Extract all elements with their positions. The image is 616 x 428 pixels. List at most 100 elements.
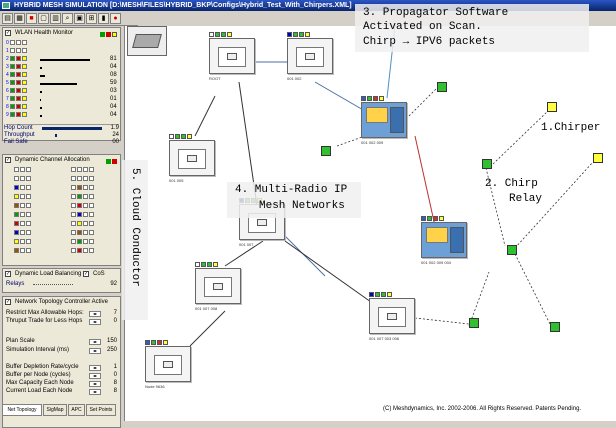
hop-count-label: Hop Count <box>4 125 33 131</box>
chirper-node[interactable] <box>593 153 603 163</box>
radio-status-icon <box>375 292 380 297</box>
restrict-hops-value: 7 <box>113 310 117 316</box>
cos-checkbox[interactable]: ✓ <box>83 271 89 277</box>
dlb-checkbox[interactable]: ✓ <box>5 271 11 277</box>
channel-status-icon <box>26 221 31 227</box>
tab-net-topology[interactable]: Net Topology <box>2 404 42 416</box>
health-row-value: 01 <box>110 96 117 102</box>
restrict-hops-spinner[interactable]: ◂▸ <box>89 311 101 317</box>
annotation-4-line-1: 4. Multi-Radio IP <box>235 184 348 196</box>
tab-sigmap[interactable]: SigMap <box>43 404 67 416</box>
new-icon[interactable]: ▢ <box>38 13 49 24</box>
channel-status-icon <box>14 203 19 209</box>
node-label: Node 9636 <box>145 384 165 389</box>
channel-status-icon <box>20 221 25 227</box>
buffer-depletion-spinner[interactable]: ◂▸ <box>89 365 101 371</box>
chirper-node[interactable] <box>547 102 557 112</box>
channel-status-icon <box>14 194 19 200</box>
chirper-node[interactable] <box>321 146 331 156</box>
channel-status-icon <box>20 248 25 254</box>
chirp-relay-node[interactable] <box>482 159 492 169</box>
save-icon[interactable]: ▦ <box>14 13 25 24</box>
node-label: 001 002 009 <box>361 140 384 145</box>
channel-status-icon <box>77 167 82 173</box>
green-status-icon <box>100 31 105 37</box>
health-bar <box>40 115 42 117</box>
current-load-spinner[interactable]: ◂▸ <box>89 389 101 395</box>
mesh-node[interactable]: Node 9636 <box>145 340 193 389</box>
health-bar <box>40 67 42 69</box>
layout-icon[interactable]: ▣ <box>74 13 85 24</box>
channel-status-icon <box>26 212 31 218</box>
node-body <box>195 268 241 304</box>
channel-status-icon <box>14 185 19 191</box>
channel-status-icon <box>83 221 88 227</box>
failsafe-value: 00 <box>112 139 119 145</box>
plan-scale-label: Plan Scale <box>6 338 35 344</box>
green-status-icon <box>106 158 111 164</box>
radio-status-icon <box>421 216 426 221</box>
channel-status-icon <box>15 104 21 110</box>
channel-status-icon <box>71 239 76 245</box>
mesh-node[interactable]: 001 002 <box>287 32 335 81</box>
tab-apc[interactable]: APC <box>68 404 85 416</box>
dca-checkbox[interactable]: ✓ <box>5 157 11 163</box>
tab-set-points[interactable]: Set Points <box>86 404 116 416</box>
channel-status-icon <box>14 176 19 182</box>
chirp-relay-node[interactable] <box>507 245 517 255</box>
channel-status-icon <box>9 104 15 110</box>
radio-status-icon <box>379 96 384 101</box>
sim-interval-spinner[interactable]: ◂▸ <box>89 348 101 354</box>
router-icon <box>132 34 162 48</box>
stop-icon[interactable]: ■ <box>26 13 37 24</box>
mesh-node[interactable]: 001 002 009 004 <box>421 216 469 265</box>
ntc-checkbox[interactable]: ✓ <box>5 299 11 305</box>
annotation-2-line-1: 2. Chirp <box>485 178 538 190</box>
chirper-node[interactable] <box>437 82 447 92</box>
radio-status-icon <box>361 96 366 101</box>
health-row-id: 8 <box>6 104 9 110</box>
app-icon <box>2 2 10 9</box>
thruput-trade-spinner[interactable]: ◂▸ <box>89 319 101 325</box>
open-icon[interactable]: ▤ <box>2 13 13 24</box>
node-body <box>169 140 215 176</box>
record-icon[interactable]: ● <box>110 13 121 24</box>
channel-status-icon <box>89 248 94 254</box>
chirper-node[interactable] <box>550 322 560 332</box>
mesh-node[interactable]: 001 007 008 <box>195 262 243 311</box>
health-row: 0 <box>6 40 119 47</box>
health-monitor-checkbox[interactable]: ✓ <box>5 30 11 36</box>
zoom-icon[interactable]: ⌕ <box>62 13 73 24</box>
radio-status-icon <box>439 216 444 221</box>
thruput-trade-label: Thruput Trade for Less Hops <box>6 318 83 324</box>
channel-status-icon <box>89 230 94 236</box>
mesh-node[interactable]: 001 007 003 006 <box>369 292 417 341</box>
grid-icon[interactable]: ▥ <box>50 13 61 24</box>
buffer-per-node-spinner[interactable]: ◂▸ <box>89 373 101 379</box>
network-icon[interactable]: ⊞ <box>86 13 97 24</box>
mesh-node[interactable]: ROOT <box>209 32 257 81</box>
channel-status-icon <box>77 239 82 245</box>
radio-status-icon <box>145 340 150 345</box>
pause-icon[interactable]: ▮ <box>98 13 109 24</box>
channel-status-icon <box>14 167 19 173</box>
health-row-value: 04 <box>110 112 117 118</box>
health-bar <box>40 91 42 93</box>
max-capacity-spinner[interactable]: ◂▸ <box>89 381 101 387</box>
mesh-node[interactable]: 001 002 009 <box>361 96 409 145</box>
health-row: 1 <box>6 48 119 55</box>
channel-status-icon <box>71 212 76 218</box>
channel-status-icon <box>83 203 88 209</box>
plan-scale-spinner[interactable]: ◂▸ <box>89 339 101 345</box>
propagator-icon <box>366 107 388 123</box>
chirper-node[interactable] <box>469 318 479 328</box>
channel-status-icon <box>21 40 27 46</box>
mesh-node[interactable]: 001 005 <box>169 134 217 183</box>
channel-status-icon <box>83 248 88 254</box>
device-thumbnail[interactable] <box>127 26 167 56</box>
